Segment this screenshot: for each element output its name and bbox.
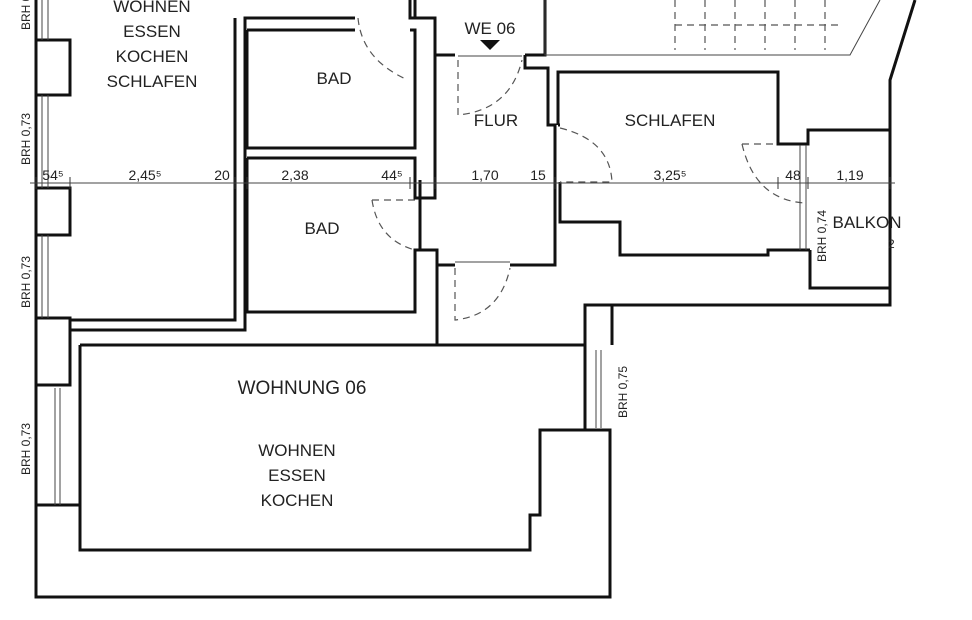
dim-label: 1,70 xyxy=(471,167,498,183)
bad-lower-walls xyxy=(245,55,557,314)
flur-door-swing xyxy=(457,59,523,116)
dim-label: 2,38 xyxy=(281,167,308,183)
room-label-balkon: BALKON xyxy=(833,213,902,232)
dim-label: 1,19 xyxy=(836,167,863,183)
room-label-bad-lower: BAD xyxy=(305,219,340,238)
room-label-bad-upper: BAD xyxy=(317,69,352,88)
window-height-label: BRH 0,73 xyxy=(19,0,33,30)
balkon-door-swing xyxy=(741,143,806,204)
room-label: WOHNEN xyxy=(113,0,190,16)
room-label: KOCHEN xyxy=(261,491,334,510)
flur-walls xyxy=(418,55,557,250)
wall-top-left-room xyxy=(70,16,355,332)
window-height-label: BRH 0,73 xyxy=(19,256,33,308)
entrance-label: WE 06 xyxy=(464,19,515,38)
stairs xyxy=(544,0,881,56)
bad-upper-walls xyxy=(245,28,417,150)
room-label-flur: FLUR xyxy=(474,111,518,130)
entrance-arrow-icon xyxy=(480,40,500,50)
dim-label: 48 xyxy=(785,167,801,183)
exterior-wall-left xyxy=(34,0,80,507)
room-label-schlafen: SCHLAFEN xyxy=(625,111,716,130)
kitchen-door-swing xyxy=(454,267,511,321)
window-height-label: BRH 0,75 xyxy=(616,366,630,418)
room-label: SCHLAFEN xyxy=(107,72,198,91)
dim-label: 54⁵ xyxy=(42,167,63,183)
bad-lower-door-swing xyxy=(371,199,416,251)
room-label: ESSEN xyxy=(123,22,181,41)
room-label: KOCHEN xyxy=(116,47,189,66)
dim-label: 2,45⁵ xyxy=(128,167,161,183)
balkon-walls xyxy=(610,130,892,345)
room-label: ESSEN xyxy=(268,466,326,485)
dim-label: 20 xyxy=(214,167,230,183)
apartment-title: WOHNUNG 06 xyxy=(238,378,367,399)
dim-label: 3,25⁵ xyxy=(653,167,686,183)
window-height-label: BRH 0,73 xyxy=(19,423,33,475)
balkon-note: 2 xyxy=(888,237,895,251)
dim-label: 44⁵ xyxy=(381,167,402,183)
room-label: WOHNEN xyxy=(258,441,335,460)
dimension-line: 54⁵ 2,45⁵ 20 2,38 44⁵ 1,70 15 3,25⁵ 48 1… xyxy=(30,167,895,189)
window-height-label: BRH 0,74 xyxy=(815,210,829,262)
dim-label: 15 xyxy=(530,167,546,183)
main-room-walls xyxy=(34,265,612,599)
schlafen-walls xyxy=(556,0,917,257)
bad-upper-door-swing xyxy=(357,17,409,81)
schlafen-door-swing xyxy=(559,127,613,183)
window-height-label: BRH 0,73 xyxy=(19,113,33,165)
